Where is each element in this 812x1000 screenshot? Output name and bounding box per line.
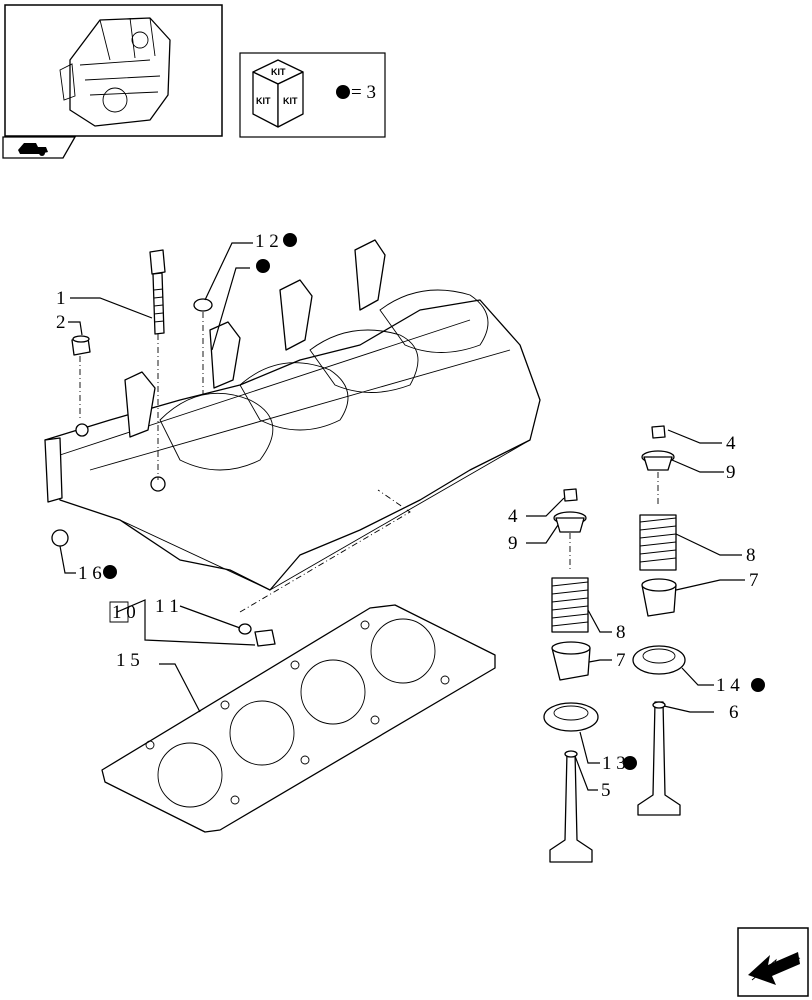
kit-legend-box: KIT KIT KIT = 3	[239, 52, 386, 138]
kit-top-text: KIT	[271, 67, 286, 77]
callout-5: 5	[601, 780, 611, 801]
cylinder-head[interactable]	[44, 239, 541, 591]
kit-dot-icon	[751, 678, 765, 692]
kit-right-text: KIT	[283, 96, 298, 106]
callout-6: 6	[729, 702, 739, 723]
plug-12[interactable]	[193, 298, 213, 395]
kit-dot-icon	[283, 233, 297, 247]
callout-16: 1 6	[78, 563, 102, 584]
engine-thumbnail-icon[interactable]	[4, 4, 223, 137]
callout-7b: 7	[616, 650, 626, 671]
callout-9b: 9	[508, 533, 518, 554]
leader-lines	[59, 242, 745, 791]
kit-dot-icon	[336, 85, 350, 99]
valve-train-right[interactable]	[632, 425, 686, 816]
head-bolt[interactable]	[149, 249, 166, 480]
callout-2: 2	[56, 312, 66, 333]
valve-train-left[interactable]	[543, 488, 599, 863]
next-page-arrow-icon[interactable]	[737, 927, 809, 997]
callout-10: 1 0	[112, 602, 136, 623]
callout-8b: 8	[616, 622, 626, 643]
callout-14: 1 4	[716, 675, 740, 696]
callout-1: 1	[56, 288, 66, 309]
plug-2[interactable]	[71, 335, 91, 420]
kit-dot-icon	[623, 756, 637, 770]
callout-15: 1 5	[116, 650, 140, 671]
plug-16[interactable]	[51, 529, 69, 547]
kit-dot-icon	[103, 565, 117, 579]
callout-11: 1 1	[155, 596, 179, 617]
callout-13: 1 3	[602, 753, 626, 774]
callout-9a: 9	[726, 462, 736, 483]
callout-4a: 4	[726, 433, 736, 454]
kit-dot-icon	[256, 259, 270, 273]
head-gasket[interactable]	[101, 604, 496, 833]
callout-4b: 4	[508, 506, 518, 527]
kit-left-text: KIT	[256, 96, 271, 106]
callout-12: 1 2	[255, 231, 279, 252]
kit-equals-text: = 3	[351, 82, 376, 103]
dowel-parts[interactable]	[238, 489, 411, 647]
callout-8a: 8	[746, 545, 756, 566]
callout-7a: 7	[749, 570, 759, 591]
tractor-nav-icon[interactable]	[2, 136, 77, 159]
